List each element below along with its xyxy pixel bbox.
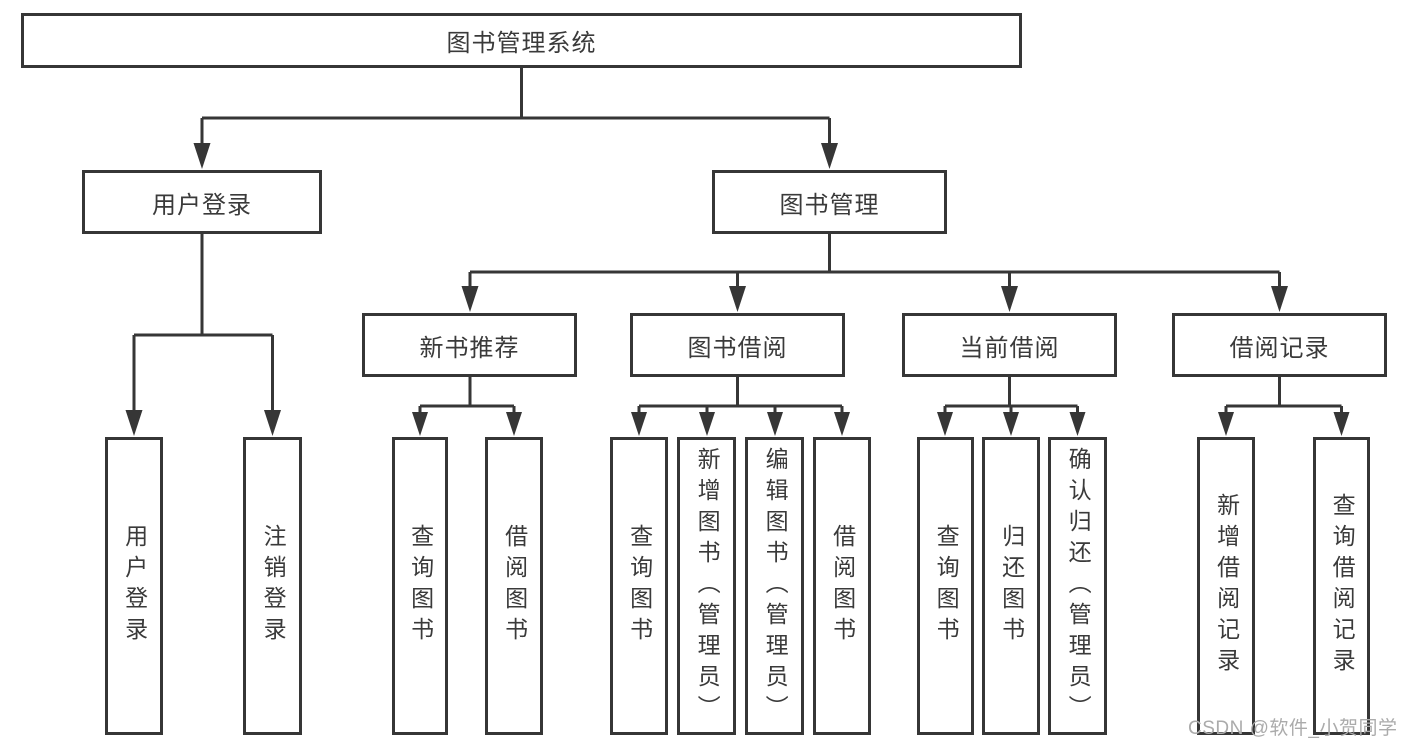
leaf-label: 编辑图书（管理员） bbox=[762, 446, 789, 726]
leaf-label: 用户登录 bbox=[121, 524, 148, 648]
node-user-login: 用户登录 bbox=[82, 170, 322, 234]
node-root: 图书管理系统 bbox=[21, 13, 1022, 68]
leaf-query-books-borrow: 查询图书 bbox=[610, 437, 668, 735]
leaf-add-borrow-record: 新增借阅记录 bbox=[1197, 437, 1255, 735]
node-book-management: 图书管理 bbox=[712, 170, 947, 234]
leaf-query-borrow-record: 查询借阅记录 bbox=[1313, 437, 1370, 735]
leaf-user-login: 用户登录 bbox=[105, 437, 163, 735]
leaf-label: 借阅图书 bbox=[829, 524, 856, 648]
leaf-label: 借阅图书 bbox=[501, 524, 528, 648]
leaf-label: 查询图书 bbox=[407, 524, 434, 648]
leaf-label: 新增借阅记录 bbox=[1213, 493, 1240, 679]
node-new-book-recommend: 新书推荐 bbox=[362, 313, 577, 377]
leaf-label: 查询图书 bbox=[933, 524, 960, 648]
csdn-watermark: CSDN @软件_小贺同学 bbox=[1188, 718, 1398, 739]
leaf-query-books-recommend: 查询图书 bbox=[392, 437, 448, 735]
leaf-query-books-current: 查询图书 bbox=[917, 437, 974, 735]
leaf-logout: 注销登录 bbox=[243, 437, 302, 735]
leaf-label: 确认归还（管理员） bbox=[1065, 446, 1092, 726]
leaf-label: 新增图书（管理员） bbox=[694, 446, 721, 726]
leaf-label: 查询图书 bbox=[626, 524, 653, 648]
leaf-confirm-return-admin: 确认归还（管理员） bbox=[1048, 437, 1107, 735]
leaf-label: 查询借阅记录 bbox=[1329, 493, 1356, 679]
leaf-label: 归还图书 bbox=[998, 524, 1025, 648]
node-borrowing-records: 借阅记录 bbox=[1172, 313, 1387, 377]
leaf-borrow-books: 借阅图书 bbox=[813, 437, 871, 735]
leaf-borrow-books-recommend: 借阅图书 bbox=[485, 437, 543, 735]
node-book-borrowing: 图书借阅 bbox=[630, 313, 845, 377]
leaf-edit-books-admin: 编辑图书（管理员） bbox=[745, 437, 804, 735]
leaf-add-books-admin: 新增图书（管理员） bbox=[677, 437, 736, 735]
leaf-return-books: 归还图书 bbox=[982, 437, 1040, 735]
node-current-borrowing: 当前借阅 bbox=[902, 313, 1117, 377]
leaf-label: 注销登录 bbox=[260, 524, 287, 648]
